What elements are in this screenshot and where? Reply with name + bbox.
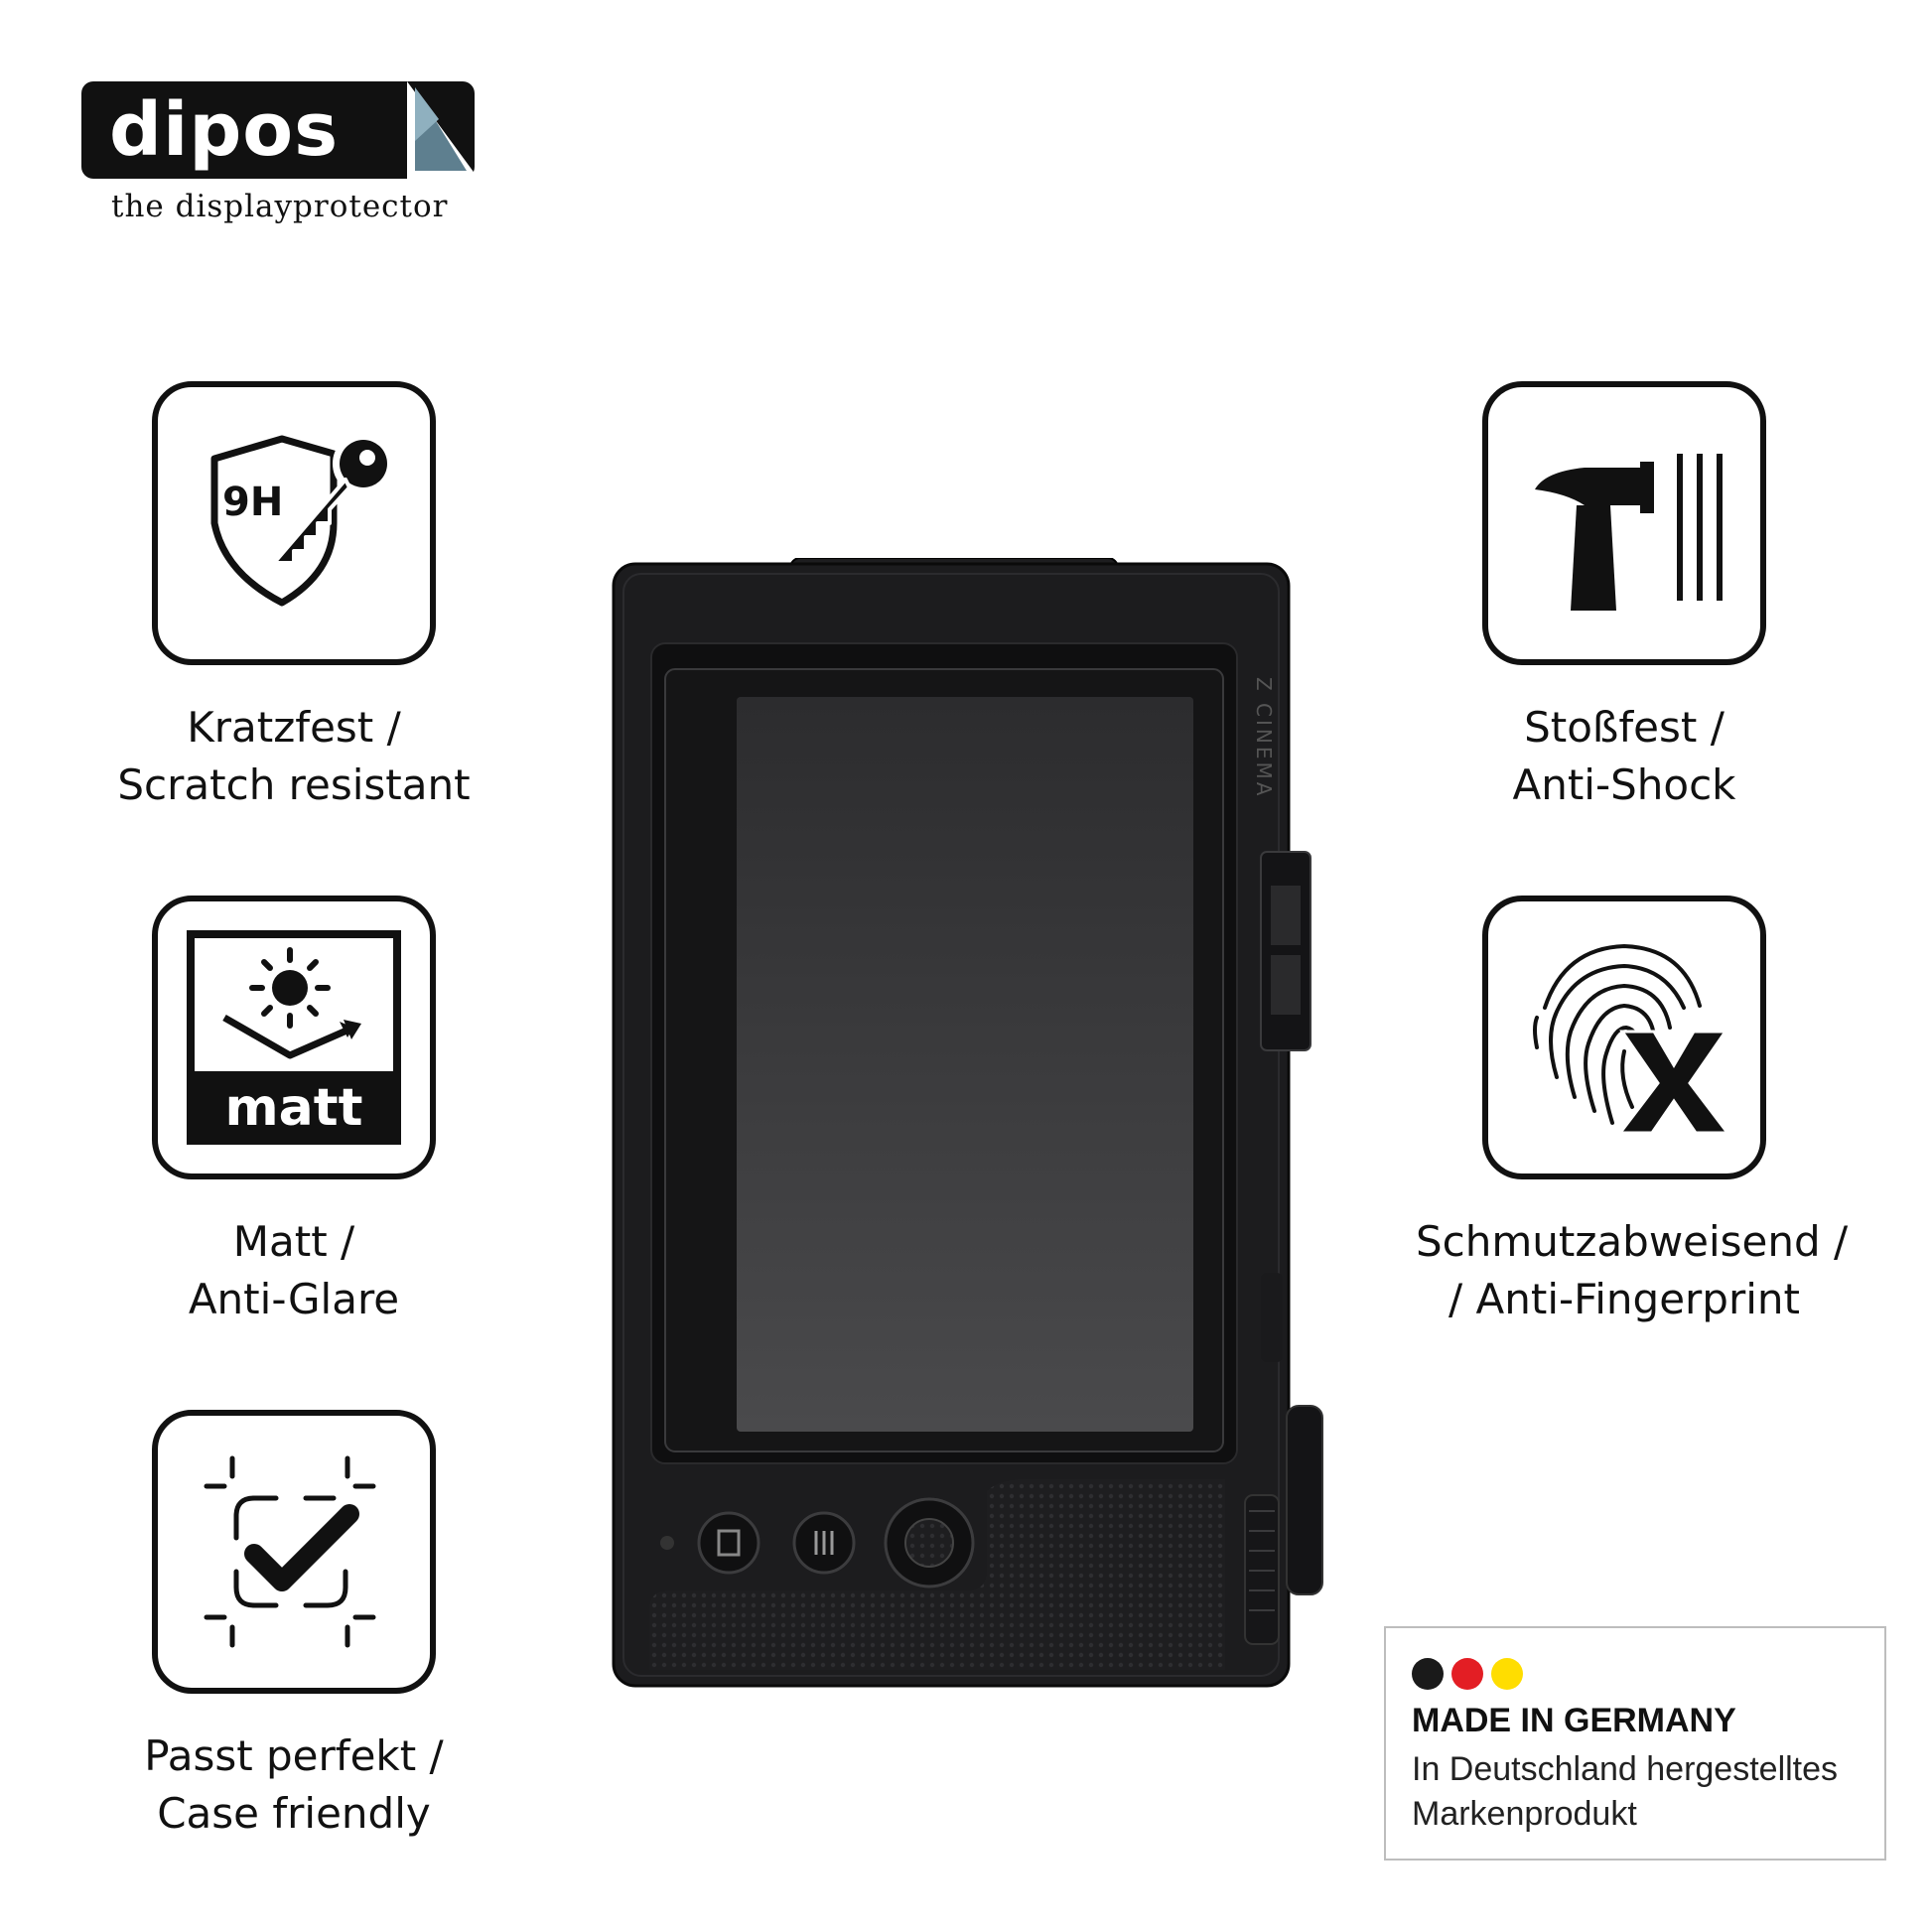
feature-anti-shock: Stoßfest / Anti-Shock (1416, 381, 1833, 814)
feature-caption: Stoßfest / Anti-Shock (1512, 703, 1736, 809)
screen-protector-peel-icon (407, 81, 479, 179)
feature-caption: Passt perfekt / Case friendly (144, 1731, 444, 1838)
feature-caption: Matt / Anti-Glare (188, 1217, 400, 1323)
feature-anti-fingerprint: Schmutzabweisend / / Anti-Fingerprint (1416, 896, 1849, 1328)
hammer-shock-icon (1535, 454, 1723, 611)
feature-scratch-resistant: 9H Kratzfest / Scratch resistant (85, 381, 502, 814)
feature-icon-frame: 9H (152, 381, 436, 665)
feature-anti-glare: matt Matt / Anti-Glare (85, 896, 502, 1328)
flag-dot-gold (1491, 1658, 1523, 1690)
feature-icon-frame (152, 1410, 436, 1694)
feature-caption: Schmutzabweisend / / Anti-Fingerprint (1416, 1217, 1849, 1323)
feature-caption: Kratzfest / Scratch resistant (117, 703, 471, 809)
fingerprint-x-icon (1533, 943, 1731, 1135)
made-in-germany-subtitle: In Deutschland hergestelltes Markenprodu… (1412, 1750, 1839, 1833)
svg-text:Z CINEMA: Z CINEMA (1252, 677, 1276, 798)
made-in-germany-badge: MADE IN GERMANY In Deutschland hergestel… (1384, 1626, 1886, 1861)
hardness-label: 9H (222, 480, 283, 525)
case-fit-check-icon (204, 1455, 376, 1648)
feature-icon-frame (1482, 381, 1766, 665)
brand-logo: dipos the displayprotector (81, 81, 479, 230)
logo-wordmark: dipos (109, 87, 340, 173)
feature-icon-frame: matt (152, 896, 436, 1179)
german-flag-dots (1412, 1658, 1531, 1692)
feature-icon-frame (1482, 896, 1766, 1179)
logo-tagline: the displayprotector (111, 189, 449, 224)
matt-sun-icon: matt (187, 930, 401, 1145)
shield-key-9h-icon: 9H (210, 433, 394, 607)
camera-product-image: Z CINEMA (612, 558, 1323, 1688)
feature-case-friendly: Passt perfekt / Case friendly (85, 1410, 502, 1843)
made-in-germany-title: MADE IN GERMANY (1412, 1702, 1736, 1739)
matt-label: matt (225, 1078, 363, 1138)
flag-dot-red (1451, 1658, 1483, 1690)
flag-dot-black (1412, 1658, 1444, 1690)
